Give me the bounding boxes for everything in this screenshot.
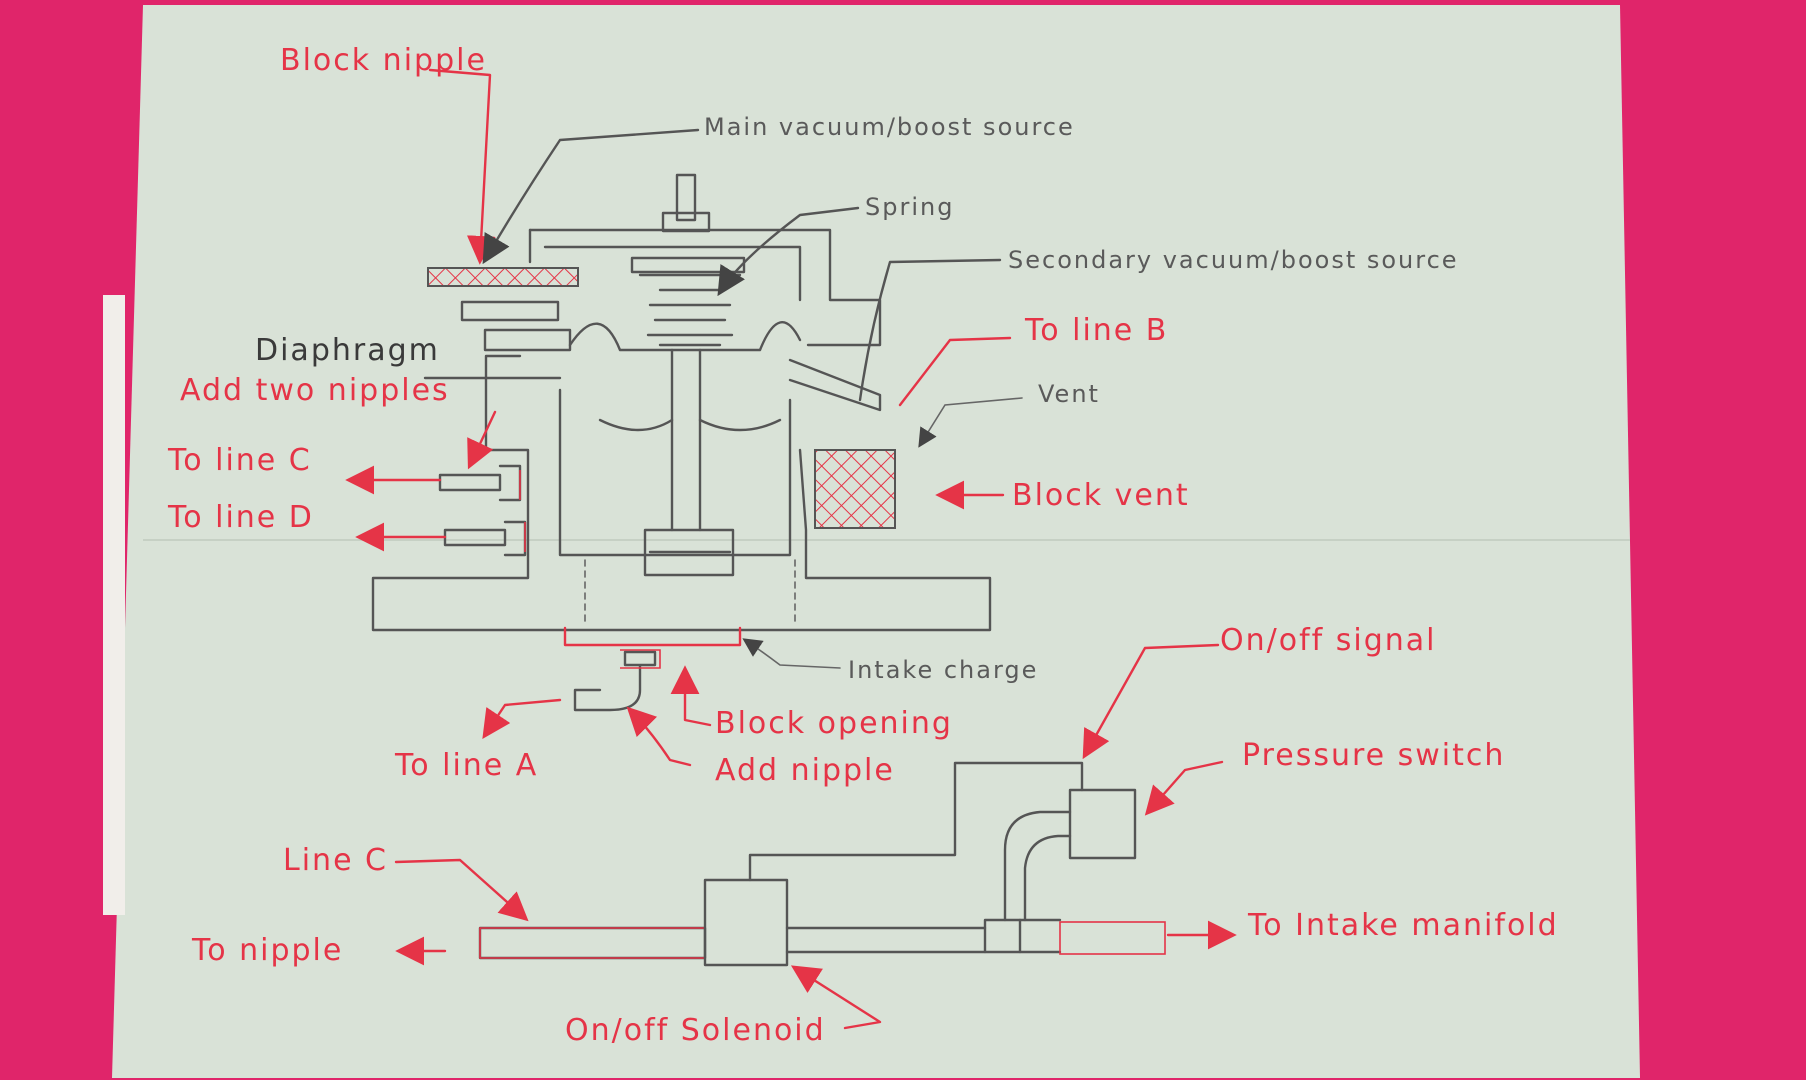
line-c-circuit [478,761,1166,967]
label-spring: Spring [865,193,954,221]
label-to-line-d: To line D [167,500,314,535]
label-on-off-solenoid: On/off Solenoid [565,1013,826,1048]
nipple-c-d [438,464,527,557]
label-vent: Vent [1038,380,1100,408]
label-pressure-switch: Pressure switch [1242,738,1505,773]
pressure-switch-box [1068,788,1137,860]
label-block-opening: Block opening [715,706,953,741]
label-add-nipple: Add nipple [715,753,895,788]
label-line-c: Line C [283,843,388,878]
block-nipple [427,267,579,287]
block-opening-line [563,626,742,647]
label-diaphragm: Diaphragm [255,333,440,368]
label-to-line-c: To line C [167,443,312,478]
label-to-line-a: To line A [394,748,538,783]
label-add-two-nipples: Add two nipples [180,373,450,408]
solenoid-box [703,878,789,967]
label-to-nipple: To nipple [191,933,343,968]
label-secondary-source: Secondary vacuum/boost source [1008,246,1459,274]
label-to-line-b: To line B [1024,313,1168,348]
label-on-off-signal: On/off signal [1220,623,1437,658]
label-block-vent: Block vent [1012,478,1190,513]
label-intake-charge: Intake charge [848,656,1038,684]
block-vent [814,449,896,529]
left-edge-strip [103,295,125,915]
leader-lines [345,68,1237,1030]
label-block-nipple: Block nipple [280,43,487,78]
label-main-source: Main vacuum/boost source [704,113,1075,141]
label-to-intake-manifold: To Intake manifold [1247,908,1559,943]
valve-body [371,173,992,632]
